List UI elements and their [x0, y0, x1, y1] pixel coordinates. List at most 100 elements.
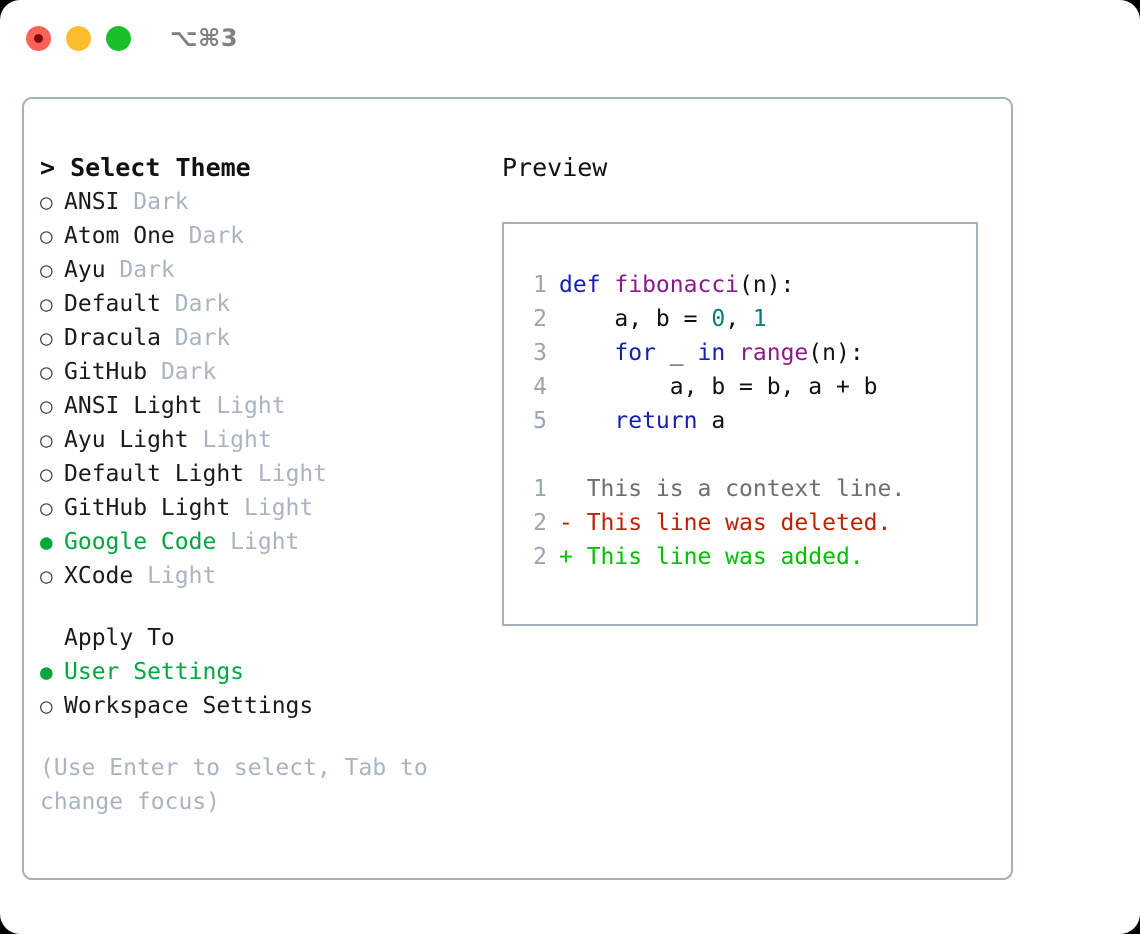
theme-option-google-code[interactable]: ●Google Code Light	[40, 525, 480, 559]
apply-to-option-workspace-settings[interactable]: ○ Workspace Settings	[40, 689, 480, 723]
code-token-pl: (n):	[808, 340, 864, 366]
radio-unselected-icon: ○	[40, 326, 53, 350]
theme-option-label: Default	[64, 291, 175, 317]
theme-option-label: GitHub	[64, 359, 161, 385]
diff-line-text: + This line was added.	[559, 544, 864, 570]
theme-list[interactable]: ○ANSI Dark○Atom One Dark○Ayu Dark○Defaul…	[40, 185, 480, 593]
code-line-text: a, b = b, a + b	[559, 370, 878, 404]
code-token-fn: fibonacci	[614, 272, 740, 298]
theme-option-label: ANSI	[64, 189, 134, 215]
code-diff-spacer	[519, 438, 970, 472]
code-token-pl	[725, 340, 739, 366]
radio-unselected-icon: ○	[40, 428, 53, 452]
code-token-pl: a, b =	[559, 306, 712, 332]
apply-to-option-label: User Settings	[64, 659, 245, 685]
code-token-pl: _	[655, 340, 698, 366]
apply-to-option-label: Workspace Settings	[64, 693, 314, 719]
radio-unselected-icon: ○	[40, 694, 53, 718]
diff-line-context: 1 This is a context line.	[519, 472, 970, 506]
theme-option-github-light[interactable]: ○GitHub Light Light	[40, 491, 480, 525]
code-line-number: 1	[533, 272, 547, 298]
radio-unselected-icon: ○	[40, 394, 53, 418]
theme-option-default-light[interactable]: ○Default Light Light	[40, 457, 480, 491]
code-line-number: 4	[533, 374, 547, 400]
code-token-kw: return	[614, 408, 698, 434]
radio-unselected-icon: ○	[40, 496, 53, 520]
theme-option-ayu-light[interactable]: ○ Ayu Light Light	[40, 423, 480, 457]
theme-option-label: Dracula	[64, 325, 175, 351]
theme-option-label: Ayu Light	[64, 427, 203, 453]
main-content-panel: > Select Theme ○ANSI Dark○Atom One Dark○…	[22, 97, 1013, 880]
apply-to-heading: Apply To	[64, 625, 175, 651]
theme-option-tag: Dark	[133, 189, 189, 215]
code-token-num: 0	[711, 306, 726, 332]
keyboard-shortcut-label: ⌥⌘3	[170, 24, 239, 52]
diff-line-add: 2+ This line was added.	[519, 540, 970, 574]
theme-option-github[interactable]: ○ GitHub Dark	[40, 355, 480, 389]
theme-option-atom-one[interactable]: ○ Atom One Dark	[40, 219, 480, 253]
maximize-window-icon[interactable]	[106, 26, 131, 51]
theme-option-tag: Light	[216, 393, 286, 419]
theme-option-tag: Dark	[188, 223, 245, 249]
diff-line-text: - This line was deleted.	[559, 510, 892, 536]
code-token-pl	[559, 340, 614, 366]
close-window-icon[interactable]	[26, 26, 51, 51]
code-token-pl: a, b = b, a + b	[559, 374, 878, 400]
code-token-pl: ,	[725, 306, 753, 332]
theme-option-ansi[interactable]: ○ ANSI Dark	[40, 185, 480, 219]
radio-unselected-icon: ○	[40, 360, 53, 384]
code-line: 5 return a	[519, 404, 970, 438]
theme-option-ayu[interactable]: ○ Ayu Dark	[40, 253, 480, 287]
radio-unselected-icon: ○	[40, 564, 53, 588]
radio-unselected-icon: ○	[40, 258, 53, 282]
code-line: 2 a, b = 0, 1	[519, 302, 970, 336]
code-token-fn: range	[739, 340, 809, 366]
radio-selected-icon: ●	[40, 530, 53, 554]
theme-option-label: Atom One	[64, 223, 189, 249]
window-titlebar: ⌥⌘3	[0, 0, 1140, 78]
apply-to-section: Apply To ● User Settings ○ Workspace Settin…	[40, 621, 480, 723]
theme-picker-column: > Select Theme ○ANSI Dark○Atom One Dark○…	[40, 151, 480, 819]
theme-option-tag: Light	[244, 495, 314, 521]
theme-option-tag: Light	[202, 427, 272, 453]
code-line-text: a, b = 0, 1	[559, 302, 766, 336]
diff-line-text: This is a context line.	[559, 476, 906, 502]
apply-to-options[interactable]: ● User Settings ○ Workspace Settings	[40, 655, 480, 723]
traffic-light-buttons	[26, 26, 131, 51]
code-token-kw: for	[614, 340, 656, 366]
theme-option-label: ANSI Light	[64, 393, 217, 419]
code-token-pl	[559, 408, 614, 434]
select-theme-heading: > Select Theme	[40, 153, 251, 182]
radio-unselected-icon: ○	[40, 224, 53, 248]
code-line: 3 for _ in range(n):	[519, 336, 970, 370]
theme-option-tag: Dark	[174, 291, 231, 317]
theme-option-label: Default Light	[64, 461, 258, 487]
theme-option-xcode[interactable]: ○ XCode Light	[40, 559, 480, 593]
diff-line-del: 2- This line was deleted.	[519, 506, 970, 540]
radio-selected-icon: ●	[40, 660, 53, 684]
theme-option-label: Ayu	[64, 257, 120, 283]
theme-option-label: XCode	[64, 563, 148, 589]
theme-option-default[interactable]: ○ Default Dark	[40, 287, 480, 321]
code-token-kw: def	[559, 272, 615, 298]
code-diff-block: 1 This is a context line.2- This line wa…	[519, 472, 970, 574]
code-token-kw: in	[697, 340, 726, 366]
theme-option-dracula[interactable]: ○Dracula Dark	[40, 321, 480, 355]
theme-option-ansi-light[interactable]: ○ ANSI Light Light	[40, 389, 480, 423]
theme-option-tag: Dark	[119, 257, 175, 283]
radio-unselected-icon: ○	[40, 292, 53, 316]
theme-option-label: Google Code	[64, 529, 231, 555]
theme-option-tag: Light	[147, 563, 217, 589]
theme-option-tag: Dark	[160, 359, 217, 385]
radio-unselected-icon: ○	[40, 190, 53, 214]
apply-to-option-user-settings[interactable]: ● User Settings	[40, 655, 480, 689]
code-line-text: for _ in range(n):	[559, 336, 864, 370]
code-line-text: return a	[559, 404, 725, 438]
code-token-pl: a	[697, 408, 726, 434]
code-line: 4 a, b = b, a + b	[519, 370, 970, 404]
minimize-window-icon[interactable]	[66, 26, 91, 51]
